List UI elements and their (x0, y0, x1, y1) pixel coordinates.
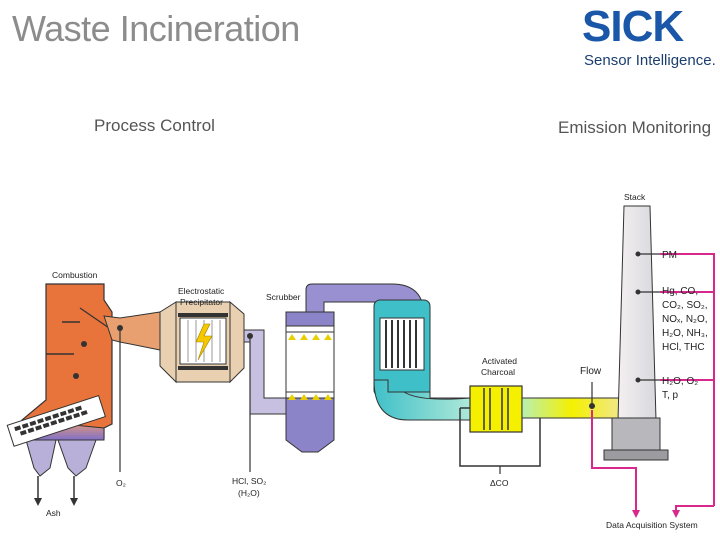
o2-sensor-point (117, 325, 123, 331)
stack-measurement-lines (635, 251, 660, 383)
das-signal-lines (591, 253, 715, 512)
process-control-heading: Process Control (94, 116, 215, 135)
catalyst-reactor (373, 299, 431, 397)
charcoal-label-line1: Activated (482, 356, 517, 366)
stack (603, 205, 669, 461)
lightning-icon (195, 323, 213, 361)
scrubber (285, 311, 335, 453)
delta-co-label: ΔCO (490, 478, 509, 488)
gases-line1: Hg, CO, (662, 286, 698, 297)
hcl-label-line1: HCl, SO₂ (232, 476, 266, 486)
esp-label-line2: Precipitator (180, 297, 223, 307)
page-title: Waste Incineration (12, 8, 300, 49)
hcl-label-line2: (H₂O) (238, 488, 260, 498)
logo-tagline: Sensor Intelligence. (584, 52, 716, 69)
esp-label-line1: Electrostatic (178, 286, 225, 296)
gases-line4: H₂O, NH₃, (662, 328, 708, 339)
activated-charcoal-filter (469, 385, 523, 433)
stack-inlet-duct (521, 397, 623, 419)
o2-label: O₂ (116, 478, 126, 488)
gases-line3: NOₓ, N₂O, (662, 314, 708, 325)
combustion-chamber (6, 283, 113, 506)
flow-sensor-point (589, 403, 595, 409)
combustion-label: Combustion (52, 270, 98, 280)
hcl-sensor-point (247, 333, 253, 339)
scrubber-label: Scrubber (266, 292, 301, 302)
sick-logo: SICK (582, 2, 684, 51)
gases-line5: HCl, THC (662, 342, 705, 353)
pm-measurement: PM (662, 250, 677, 261)
das-label: Data Acquisition System (606, 520, 698, 530)
emission-monitoring-heading: Emission Monitoring (558, 118, 712, 137)
electrostatic-precipitator (159, 300, 245, 384)
phys-line1: H₂O, O₂ (662, 376, 698, 387)
charcoal-label-line2: Charcoal (481, 367, 515, 377)
flow-label: Flow (580, 366, 602, 377)
ash-label: Ash (46, 508, 61, 518)
stack-label: Stack (624, 192, 646, 202)
phys-line2: T, p (662, 390, 679, 401)
gases-line2: CO₂, SO₂, (662, 300, 708, 311)
